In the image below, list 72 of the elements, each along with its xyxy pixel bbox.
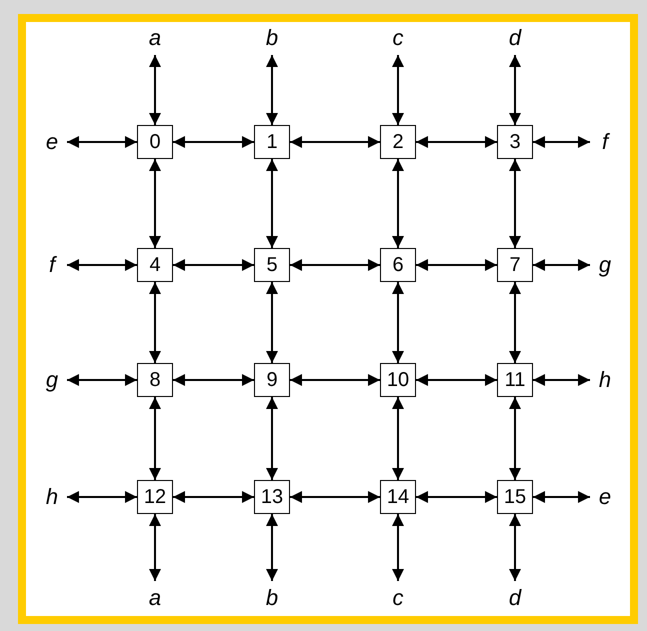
processor-box: 14	[380, 480, 416, 514]
arrow	[416, 491, 497, 503]
arrow	[392, 514, 404, 581]
arrow	[290, 374, 380, 386]
arrow	[67, 136, 137, 148]
arrow	[533, 374, 590, 386]
wraparound-label: c	[383, 21, 413, 55]
arrow	[173, 136, 254, 148]
wraparound-label: f	[37, 248, 67, 282]
processor-box: 7	[497, 248, 533, 282]
arrow	[266, 514, 278, 581]
arrow	[266, 55, 278, 125]
processor-box: 10	[380, 363, 416, 397]
arrow	[509, 159, 521, 248]
arrow	[392, 282, 404, 363]
arrow	[416, 259, 497, 271]
arrow	[149, 55, 161, 125]
arrow	[173, 491, 254, 503]
processor-box: 6	[380, 248, 416, 282]
arrow	[392, 55, 404, 125]
processor-box: 3	[497, 125, 533, 159]
wraparound-label: g	[590, 248, 620, 282]
arrow	[149, 159, 161, 248]
wraparound-label: a	[140, 581, 170, 615]
arrow	[533, 259, 590, 271]
arrow	[290, 136, 380, 148]
wraparound-label: g	[37, 363, 67, 397]
processor-box: 11	[497, 363, 533, 397]
processor-box: 5	[254, 248, 290, 282]
arrow	[67, 374, 137, 386]
arrow	[149, 282, 161, 363]
processor-box: 8	[137, 363, 173, 397]
processor-box: 4	[137, 248, 173, 282]
arrow	[509, 282, 521, 363]
arrow	[149, 397, 161, 480]
arrow	[173, 259, 254, 271]
arrow	[509, 397, 521, 480]
wraparound-label: f	[590, 125, 620, 159]
arrow	[266, 159, 278, 248]
arrow	[173, 374, 254, 386]
processor-box: 1	[254, 125, 290, 159]
arrow	[67, 259, 137, 271]
wraparound-label: e	[37, 125, 67, 159]
wraparound-label: d	[500, 21, 530, 55]
arrow	[416, 374, 497, 386]
wraparound-label: h	[590, 363, 620, 397]
arrow	[509, 55, 521, 125]
processor-box: 9	[254, 363, 290, 397]
arrow	[290, 491, 380, 503]
arrow	[149, 514, 161, 581]
arrow	[509, 514, 521, 581]
wraparound-label: d	[500, 581, 530, 615]
processor-box: 15	[497, 480, 533, 514]
arrow	[533, 136, 590, 148]
processor-box: 0	[137, 125, 173, 159]
arrow	[392, 159, 404, 248]
wraparound-label: c	[383, 581, 413, 615]
wraparound-label: b	[257, 581, 287, 615]
arrow	[266, 397, 278, 480]
processor-box: 12	[137, 480, 173, 514]
arrow	[266, 282, 278, 363]
wraparound-label: h	[37, 480, 67, 514]
wraparound-label: b	[257, 21, 287, 55]
arrow	[392, 397, 404, 480]
wraparound-label: e	[590, 480, 620, 514]
arrow	[290, 259, 380, 271]
wraparound-label: a	[140, 21, 170, 55]
arrow	[416, 136, 497, 148]
arrow	[533, 491, 590, 503]
processor-box: 13	[254, 480, 290, 514]
arrow	[67, 491, 137, 503]
processor-box: 2	[380, 125, 416, 159]
